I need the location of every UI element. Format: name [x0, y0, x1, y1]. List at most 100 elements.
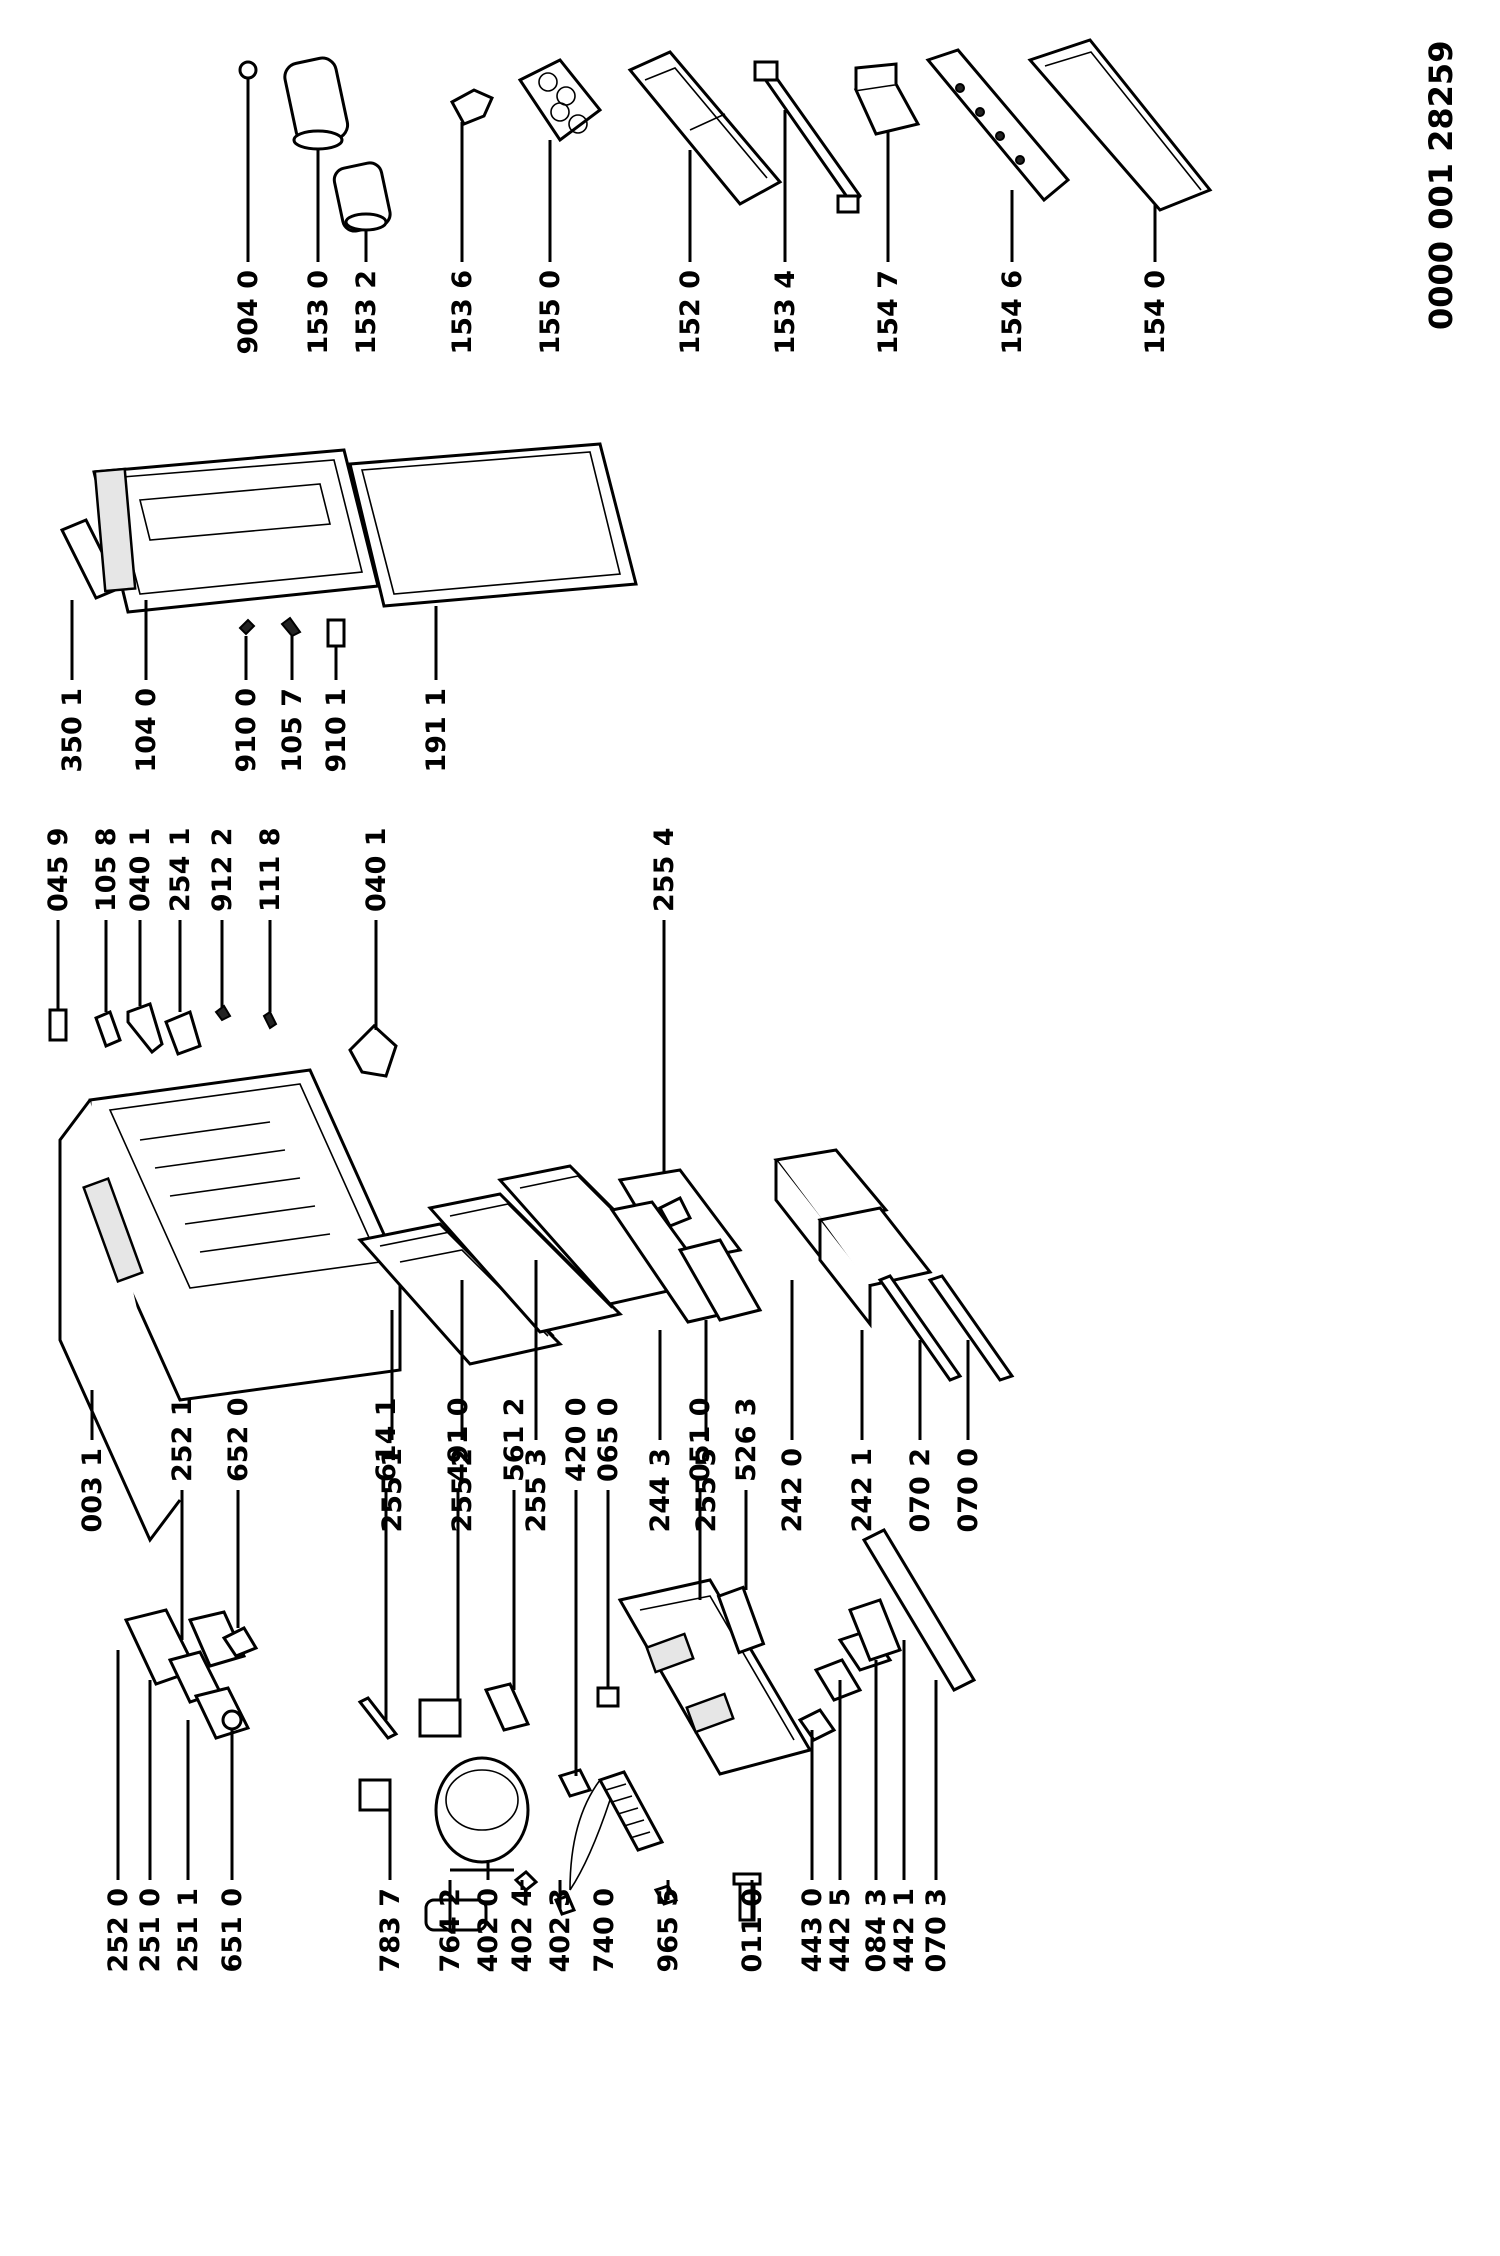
part-number-label: 526 3: [731, 1397, 762, 1482]
part-number-label: 040 1: [361, 827, 392, 912]
part-number-label: 402 0: [473, 1888, 504, 1973]
part-number-label: 153 4: [770, 270, 801, 355]
knob-drawing: [221, 1626, 259, 1658]
shelf-rail-drawing: [925, 48, 1071, 203]
part-number-label: 255 3: [521, 1448, 552, 1533]
part-number-label: 904 0: [233, 270, 264, 355]
fitting-drawing: [653, 1884, 679, 1906]
bolt-drawing: [48, 1008, 68, 1042]
part-number-label: 252 1: [167, 1397, 198, 1482]
part-group-shelves: [357, 920, 763, 1440]
part-number-label: 153 0: [303, 270, 334, 355]
part-number-label: 105 8: [91, 827, 122, 912]
part-number-label: 740 0: [589, 1888, 620, 1973]
relay-drawing: [358, 1778, 392, 1812]
grommet-drawing: [513, 1869, 539, 1893]
hinge-bottom-drawing: [348, 1023, 398, 1078]
part-number-label: 154 0: [1140, 270, 1171, 355]
rail-drawing: [927, 1274, 1015, 1382]
grille-drawing: [193, 1686, 251, 1740]
part-number-label: 154 6: [997, 270, 1028, 355]
screw-drawing: [238, 618, 256, 636]
part-number-label: 652 0: [223, 1397, 254, 1482]
condenser-tube-drawing: [424, 1898, 488, 1932]
part-group-crispers: [773, 1148, 1015, 1440]
part-number-label: 651 0: [217, 1888, 248, 1973]
part-number-label: 910 1: [321, 688, 352, 773]
part-number-label: 442 1: [889, 1888, 920, 1973]
egg-tray-drawing: [517, 58, 603, 143]
lamp-drawing: [221, 1709, 243, 1731]
part-number-label: 561 2: [499, 1397, 530, 1482]
part-number-label: 491 0: [443, 1397, 474, 1482]
part-number-label: 242 1: [847, 1448, 878, 1533]
part-group-fan: [797, 1528, 977, 1880]
filter-drawing: [596, 1686, 620, 1708]
hinge-cover-drawing: [164, 1009, 202, 1056]
clip-drawing: [449, 88, 494, 126]
part-number-label: 242 0: [777, 1448, 808, 1533]
part-number-label: 105 7: [277, 688, 308, 773]
pin-drawing: [280, 616, 302, 638]
part-number-label: 251 1: [173, 1888, 204, 1973]
part-number-label: 155 0: [535, 270, 566, 355]
part-number-label: 153 2: [351, 270, 382, 355]
part-number-label: 443 0: [797, 1888, 828, 1973]
support-drawing: [848, 1598, 902, 1662]
hinge-drawing: [126, 1002, 164, 1055]
bracket-drawing: [716, 1585, 766, 1655]
part-number-label: 003 1: [77, 1448, 108, 1533]
base-plate-drawing: [617, 1578, 813, 1776]
part-number-label: 402 3: [545, 1888, 576, 1973]
part-group-hinges: [48, 920, 398, 1078]
part-number-label: 153 6: [447, 270, 478, 355]
pin-drawing: [262, 1010, 278, 1030]
part-number-label: 783 7: [375, 1888, 406, 1973]
condenser-drawing: [569, 1770, 665, 1891]
crisper-drawing: [817, 1206, 933, 1329]
part-number-label: 965 5: [653, 1888, 684, 1973]
part-number-label: 255 2: [447, 1448, 478, 1533]
butter-box-drawing: [853, 62, 921, 136]
part-number-label: 442 5: [825, 1888, 856, 1973]
panel-drawing: [187, 1610, 247, 1668]
part-number-label: 040 1: [125, 827, 156, 912]
part-number-label: 111 8: [255, 827, 286, 912]
part-number-label: 070 0: [953, 1448, 984, 1533]
part-number-label: 191 1: [421, 688, 452, 773]
part-number-label: 402 4: [507, 1888, 538, 1973]
cabinet-drawing: [58, 1068, 402, 1543]
box-drawing: [418, 1698, 462, 1738]
part-group-thermostat: [116, 1490, 259, 1880]
shelf-drawing: [427, 1192, 623, 1334]
starter-drawing: [483, 1682, 531, 1732]
part-number-label: 045 9: [43, 827, 74, 912]
part-number-label: 255 4: [649, 827, 680, 912]
rail-drawing: [877, 1274, 963, 1382]
part-number-label: 912 2: [207, 827, 238, 912]
fan-blade-drawing: [797, 1708, 837, 1742]
part-number-label: 065 0: [593, 1397, 624, 1482]
part-number-label: 051 0: [685, 1397, 716, 1482]
bottle-shelf-drawing: [1027, 38, 1213, 212]
fan-motor-drawing: [813, 1658, 863, 1702]
screw-drawing: [214, 1004, 232, 1022]
bushing-drawing: [326, 618, 346, 648]
knob-drawing: [238, 60, 258, 80]
capacitor-drawing: [557, 1768, 593, 1798]
part-number-label: 011 0: [737, 1888, 768, 1973]
part-number-label: 614 1: [371, 1397, 402, 1482]
part-number-label: 152 0: [675, 270, 706, 355]
part-number-label: 252 0: [103, 1888, 134, 1973]
part-number-label: 255 5: [691, 1448, 722, 1533]
part-number-label: 255 1: [377, 1448, 408, 1533]
spacer-drawing: [94, 1009, 122, 1049]
cable-clip-drawing: [357, 1696, 399, 1740]
part-group-door: [59, 442, 638, 680]
part-number-label: 070 2: [905, 1448, 936, 1533]
bottle-retainer-drawing: [753, 60, 862, 214]
compressor-drawing: [434, 1756, 530, 1872]
part-number-label: 350 1: [57, 688, 88, 773]
